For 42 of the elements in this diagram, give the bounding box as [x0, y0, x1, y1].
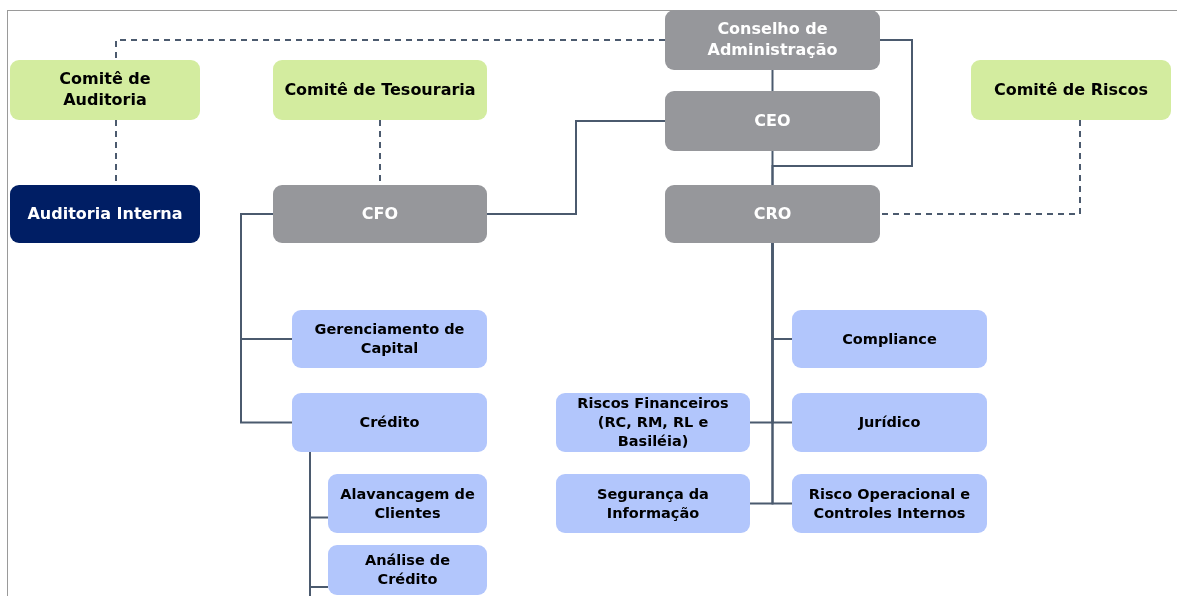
org-box	[556, 393, 750, 452]
org-box	[292, 393, 487, 452]
connector-line	[115, 39, 666, 61]
org-box	[792, 393, 987, 452]
org-box	[971, 60, 1171, 120]
box-label: Risco Operacional e Controles Internos	[807, 484, 972, 523]
box-label: Auditoria Interna	[27, 203, 183, 225]
box-label: CRO	[753, 203, 792, 225]
org-box	[273, 185, 487, 243]
box-label: Compliance	[842, 329, 937, 349]
org-box	[10, 60, 200, 120]
box-label: Riscos Financeiros (RC, RM, RL e Basiléia)	[576, 394, 730, 451]
connector-line	[309, 451, 329, 596]
org-box	[292, 310, 487, 368]
box-label: CFO	[361, 203, 399, 225]
box-label: Comitê de Tesouraria	[284, 79, 476, 101]
org-box	[792, 310, 987, 368]
connector-line	[771, 69, 774, 92]
box-label: Crédito	[359, 413, 420, 432]
org-box	[665, 10, 880, 70]
box-label: CEO	[754, 110, 791, 132]
connector-line	[771, 39, 913, 186]
box-label: Segurança da Informação	[596, 484, 710, 523]
connector-line	[486, 120, 666, 215]
connector-line	[879, 119, 1081, 215]
connector-line	[240, 213, 293, 424]
box-label: Comitê de Riscos	[993, 79, 1149, 101]
box-label: Alavancagem de Clientes	[339, 484, 476, 523]
org-box	[10, 185, 200, 243]
box-label: Jurídico	[858, 413, 921, 432]
box-label: Comitê de Auditoria	[58, 69, 152, 111]
org-box	[328, 474, 487, 533]
org-box	[328, 545, 487, 595]
box-label: Análise de Crédito	[364, 551, 451, 589]
box-label: Gerenciamento de Capital	[313, 320, 466, 358]
org-box	[556, 474, 750, 533]
org-box	[665, 91, 880, 151]
org-box	[792, 474, 987, 533]
box-label: Conselho de Administração	[706, 19, 839, 61]
connector-line	[771, 242, 793, 505]
org-box	[665, 185, 880, 243]
org-box	[273, 60, 487, 120]
